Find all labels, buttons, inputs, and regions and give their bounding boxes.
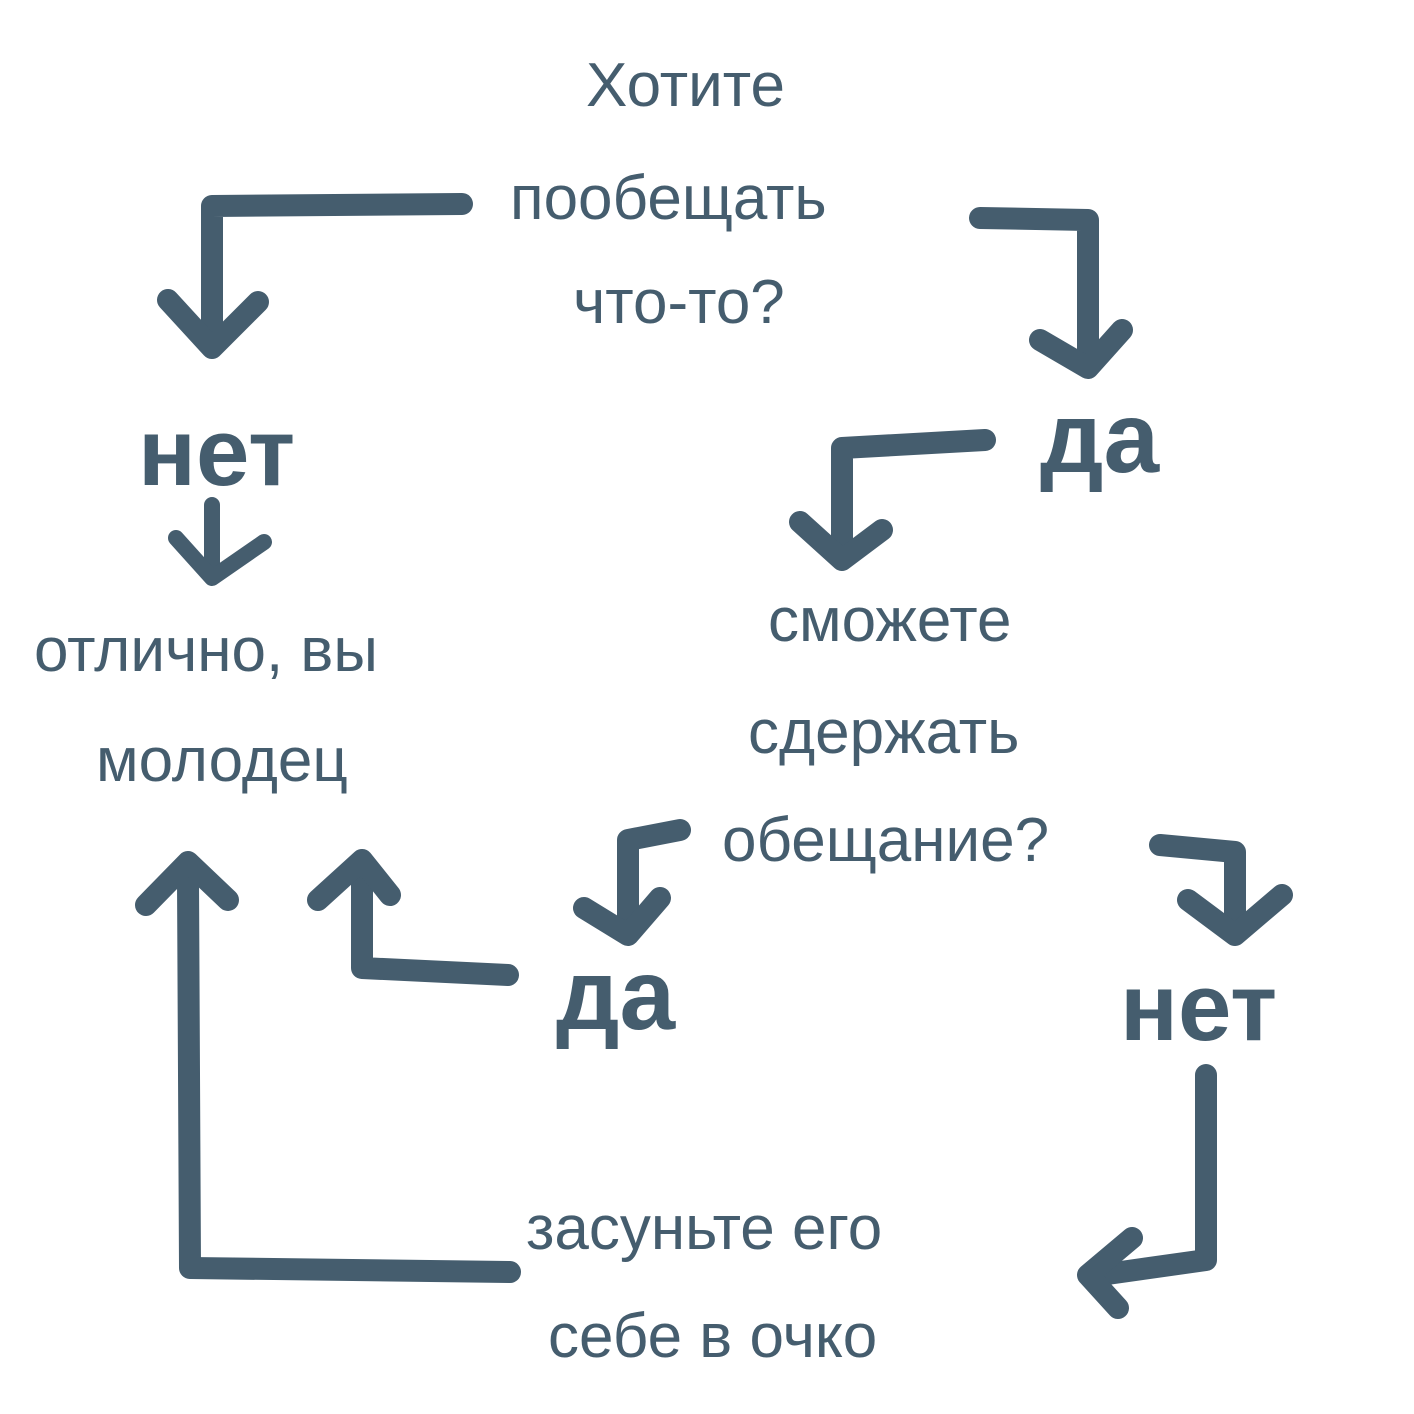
result-bad-line2: себе в очко — [548, 1302, 878, 1371]
question2-line2: сдержать — [748, 698, 1020, 767]
arrowhead-q1-to-no — [157, 289, 269, 359]
result-bad-line1: засуньте его — [526, 1194, 883, 1263]
arrowhead-yes-to-q2 — [789, 511, 893, 571]
arrow-q1-to-yes — [969, 207, 1099, 369]
arrowhead-q1-to-yes — [1029, 319, 1133, 379]
question2-line1: сможете — [768, 586, 1012, 655]
arrowhead-q2-to-yes — [573, 887, 671, 946]
result-good-line1: отлично, вы — [34, 616, 378, 685]
question1-line2: пообещать — [510, 164, 827, 233]
arrow-yes-to-q2 — [831, 429, 996, 559]
arrow-bad-to-good — [177, 869, 521, 1283]
arrow-no2-to-bad — [1089, 1064, 1217, 1286]
question2-line3: обещание? — [722, 806, 1050, 875]
arrowhead-no-to-good — [168, 530, 272, 586]
arrowhead-q2-to-no — [1177, 884, 1293, 946]
question1-line3: что-то? — [573, 268, 785, 337]
arrow-q1-to-no — [201, 193, 473, 356]
arrowhead-no2-to-bad — [1077, 1227, 1143, 1319]
arrow-yes2-to-good — [351, 869, 519, 986]
arrow-q2-to-yes — [617, 819, 691, 931]
arrow-q2-to-no — [1149, 834, 1246, 931]
answer-no-2: нет — [1120, 954, 1278, 1061]
question1-line1: Хотите — [586, 51, 785, 120]
answer-no-1: нет — [138, 399, 296, 506]
arrowhead-bad-to-good — [135, 851, 239, 916]
answer-yes-1: да — [1040, 382, 1160, 494]
arrowhead-yes2-to-good — [307, 849, 401, 911]
answer-yes-2: да — [556, 939, 676, 1051]
result-good-line2: молодец — [96, 726, 348, 795]
